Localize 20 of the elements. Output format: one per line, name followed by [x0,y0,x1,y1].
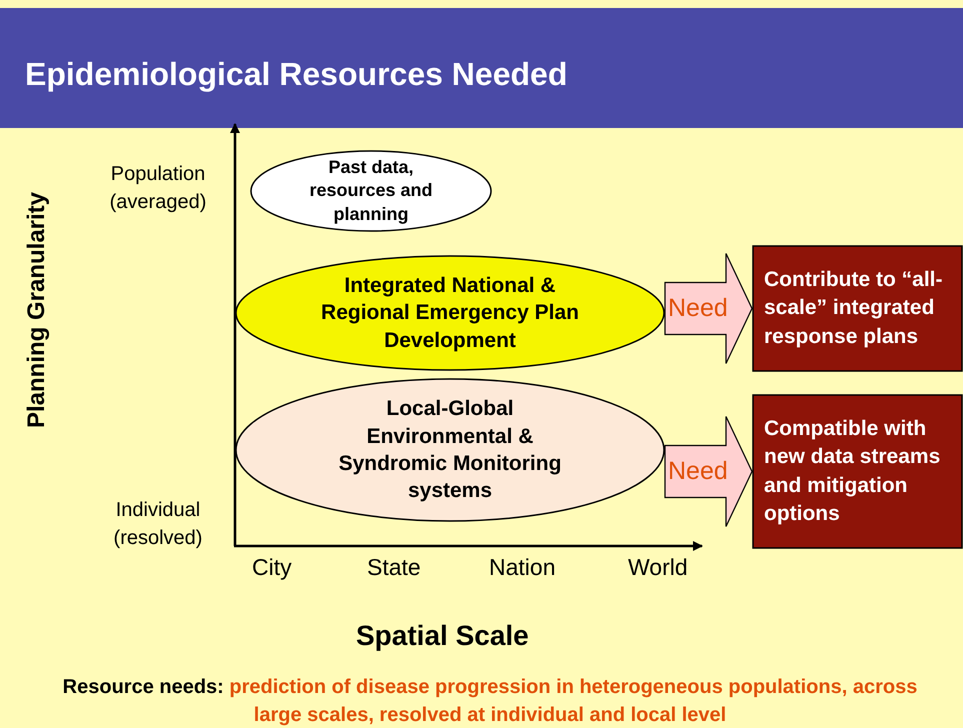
caption: Resource needs: prediction of disease progression in heterogeneous populations, across large scales, resolved at individual and local level [62,675,918,728]
axis-title: Spatial Scale [356,620,529,652]
node-text: Past data, resources and planning [308,156,434,226]
axis-title: Planning Granularity [23,192,51,428]
axis-tick-label: State [367,554,421,581]
axis-tick-label: Nation [489,554,556,581]
ellipse-node [235,378,665,522]
axis-tick-label: Individual (resolved) [112,498,204,551]
ellipse-node [250,150,492,232]
result-box [752,394,963,549]
axis-tick-label: City [252,554,292,581]
result-box [752,245,963,372]
node-text: Integrated National & Regional Emergency Plan Development [320,273,580,354]
axis-tick-label: World [628,554,688,581]
axis-tick-label: Population (averaged) [108,162,208,215]
node-text: Compatible with new data streams and mitigation options [763,416,942,527]
node-text: Local-Global Environmental & Syndromic Monitoring systems [338,396,562,504]
ellipse-node [235,255,665,371]
slide-title: Epidemiological Resources Needed [25,56,568,93]
node-text: Contribute to “all-scale” integrated response plans [763,266,944,350]
